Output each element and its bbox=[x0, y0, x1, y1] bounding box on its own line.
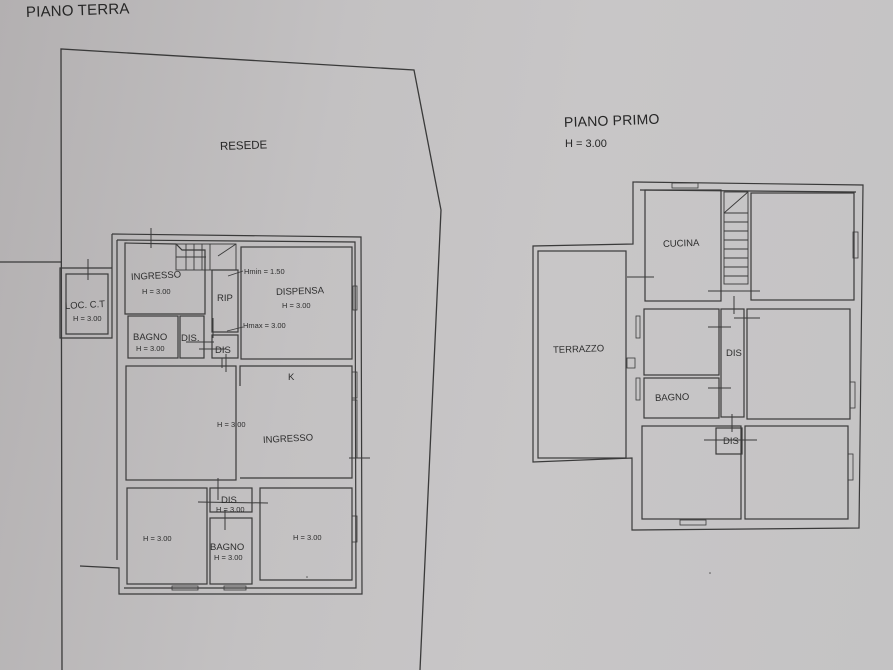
room-dis-bottom bbox=[209, 487, 253, 513]
ground-floor-title: PIANO TERRA bbox=[25, 0, 130, 21]
room-label-loc-ct: LOC. C.T bbox=[64, 298, 106, 312]
yard-boundary bbox=[60, 48, 442, 670]
room-bottom-right-first bbox=[744, 425, 849, 520]
room-loc-ct bbox=[65, 273, 109, 335]
room-bagno-first bbox=[643, 377, 720, 419]
room-height-loc-ct: H = 3.00 bbox=[73, 314, 102, 323]
staircase-ground bbox=[175, 243, 237, 271]
yard-label: RESEDE bbox=[219, 139, 268, 153]
room-height-bagno-bottom: H = 3.00 bbox=[214, 553, 243, 562]
room-label-bagno-first: BAGNO bbox=[654, 391, 690, 404]
room-label-bagno-bottom: BAGNO bbox=[210, 542, 245, 553]
room-dis-bottom-first bbox=[715, 427, 743, 455]
room-terrazzo bbox=[537, 250, 627, 459]
first-floor-outer-wall bbox=[532, 181, 864, 531]
door-markers-ground bbox=[87, 228, 370, 530]
room-bagno-top bbox=[127, 315, 179, 359]
room-top-right bbox=[750, 192, 855, 301]
room-bottom-left bbox=[126, 487, 208, 585]
room-label-bagno-top: BAGNO bbox=[133, 332, 168, 343]
room-label-dis-bottom-first: DIS bbox=[723, 436, 739, 447]
room-label-cucina: CUCINA bbox=[662, 237, 700, 250]
k-marker: K bbox=[288, 372, 295, 383]
first-floor-title: PIANO PRIMO bbox=[563, 110, 660, 130]
room-label-ingresso-top: INGRESSO bbox=[130, 269, 182, 283]
room-dispensa bbox=[240, 246, 353, 360]
room-mid-left bbox=[643, 308, 720, 376]
room-dis-first bbox=[720, 308, 745, 418]
room-ingresso-main bbox=[239, 365, 353, 479]
room-height-bagno-top: H = 3.00 bbox=[136, 344, 165, 353]
room-rip bbox=[211, 269, 239, 333]
room-height-bottom-right: H = 3.00 bbox=[293, 533, 322, 542]
room-bagno-bottom bbox=[209, 517, 253, 585]
room-dis-center bbox=[211, 334, 239, 359]
room-label-dis-center: DIS bbox=[215, 345, 231, 356]
room-middle-left bbox=[125, 365, 237, 481]
room-height-ingresso-top: H = 3.00 bbox=[142, 287, 171, 296]
room-height-dis-bottom: H = 3.00 bbox=[216, 505, 245, 514]
room-cucina bbox=[644, 189, 722, 302]
door-markers-first bbox=[627, 276, 760, 441]
hmax-annotation: Hmax = 3.00 bbox=[243, 321, 286, 330]
room-label-dis-first: DIS bbox=[726, 348, 742, 359]
room-bottom-right bbox=[259, 487, 353, 581]
room-label-dis-bottom: DIS bbox=[221, 495, 237, 506]
room-bottom-left-first bbox=[641, 425, 742, 520]
room-height-bottom-left: H = 3.00 bbox=[143, 534, 172, 543]
staircase-first bbox=[723, 191, 749, 285]
room-label-terrazzo: TERRAZZO bbox=[552, 343, 605, 356]
hmin-annotation: Hmin = 1.50 bbox=[244, 267, 285, 276]
room-dis-small bbox=[179, 315, 205, 359]
room-height-dispensa: H = 3.00 bbox=[282, 301, 311, 310]
room-label-rip: RIP bbox=[217, 293, 233, 304]
room-mid-right bbox=[746, 308, 851, 420]
ground-floor-outer-wall bbox=[79, 233, 363, 595]
room-label-dispensa: DISPENSA bbox=[275, 285, 325, 298]
room-label-dis-small: DIS. bbox=[181, 333, 200, 344]
first-floor-height: H = 3.00 bbox=[565, 138, 607, 150]
room-height-middle-left: H = 3.00 bbox=[217, 420, 246, 429]
room-label-ingresso-main: INGRESSO bbox=[262, 432, 314, 446]
